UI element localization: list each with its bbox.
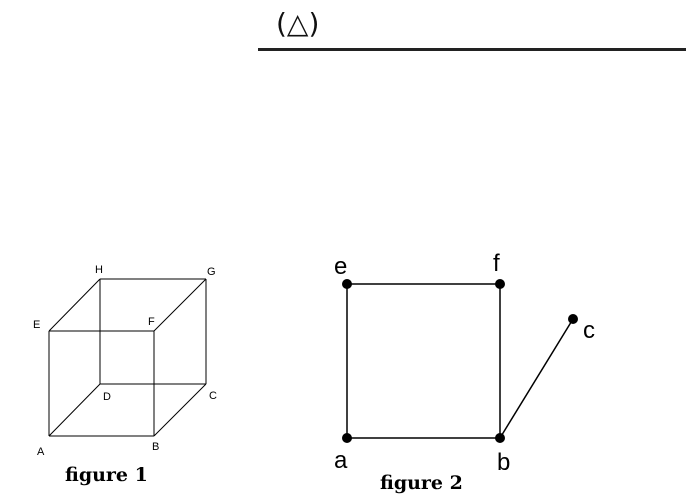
vertex-label-b: b: [497, 449, 510, 476]
figure1-labels: H G E F D C A B: [33, 264, 217, 458]
vertex-label-C: C: [209, 390, 217, 402]
edge-EH: [48, 278, 101, 332]
figure1-caption: figure 1: [65, 464, 148, 486]
figure2-caption: figure 2: [380, 472, 463, 494]
edge-FG: [153, 278, 207, 332]
vertex-label-G: G: [207, 266, 216, 278]
edge-BC: [153, 383, 207, 437]
vertex-label-A: A: [37, 446, 45, 458]
header-rule: [258, 48, 686, 51]
vertex-label-c: c: [583, 317, 595, 344]
vertex-label-D: D: [103, 391, 111, 403]
vertex-dot-c: [568, 314, 578, 324]
vertex-label-F: F: [148, 316, 155, 328]
vertex-label-a: a: [334, 447, 348, 474]
vertex-dot-a: [342, 433, 352, 443]
edge-bc: [499, 318, 574, 439]
figure1-cube: [48, 278, 207, 437]
figure2-graph: [346, 283, 574, 439]
vertex-dot-e: [342, 279, 352, 289]
vertex-label-H: H: [95, 264, 103, 276]
vertex-dot-b: [495, 433, 505, 443]
edge-AD: [48, 383, 101, 437]
header-mark: (△): [276, 7, 320, 40]
vertex-label-f: f: [493, 250, 500, 277]
vertex-label-e: e: [334, 253, 347, 280]
vertex-dot-f: [495, 279, 505, 289]
vertex-label-B: B: [152, 441, 159, 453]
vertex-label-E: E: [33, 319, 40, 331]
figure2-labels: e f c a b: [334, 250, 595, 476]
figure2-vertices: [342, 279, 578, 443]
